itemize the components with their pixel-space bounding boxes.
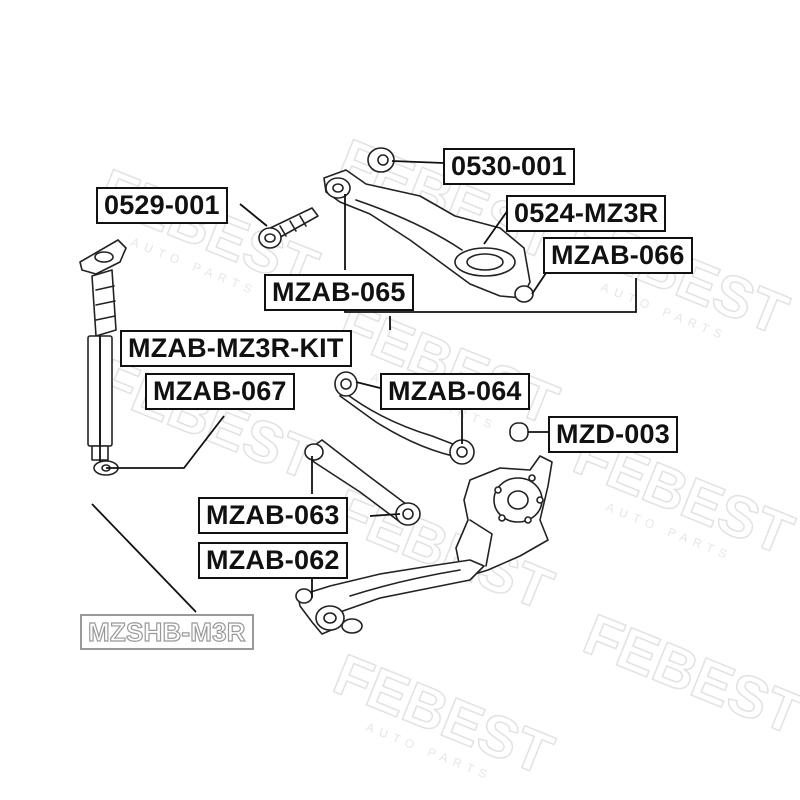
shock-absorber-drawing <box>79 239 127 476</box>
cam-washer-drawing <box>367 147 395 173</box>
part-label-mzab-064[interactable]: MZAB-064 <box>380 373 530 410</box>
watermark-text: FEBEST <box>330 292 567 438</box>
upper-control-arm-drawing <box>323 169 534 303</box>
trailing-link-drawing <box>304 439 421 526</box>
part-label-mzab-065[interactable]: MZAB-065 <box>264 274 414 311</box>
lower-control-arm-drawing <box>295 559 485 635</box>
lateral-link-drawing <box>334 371 475 465</box>
bolt-drawing <box>258 207 319 249</box>
part-label-mzab-mz3r-kit[interactable]: MZAB-MZ3R-KIT <box>120 330 352 367</box>
part-label-mzab-067[interactable]: MZAB-067 <box>145 373 295 410</box>
bump-stop-drawing <box>509 422 529 442</box>
part-label-mzshb-m3r[interactable]: MZSHB-M3R <box>80 614 254 650</box>
watermark-text: FEBEST <box>575 602 800 748</box>
part-label-0529-001[interactable]: 0529-001 <box>96 187 228 224</box>
part-label-mzab-063[interactable]: MZAB-063 <box>198 497 348 534</box>
watermark-text: FEBEST <box>90 347 327 493</box>
part-label-mzab-062[interactable]: MZAB-062 <box>198 542 348 579</box>
part-label-0530-001[interactable]: 0530-001 <box>443 148 575 185</box>
watermark-text: FEBEST <box>325 642 562 788</box>
part-label-mzd-003[interactable]: MZD-003 <box>548 416 678 453</box>
leader-lines <box>91 160 637 613</box>
part-label-0524-mz3r[interactable]: 0524-MZ3R <box>506 195 667 232</box>
part-label-mzab-066[interactable]: MZAB-066 <box>543 237 693 274</box>
knuckle-drawing <box>455 455 553 579</box>
